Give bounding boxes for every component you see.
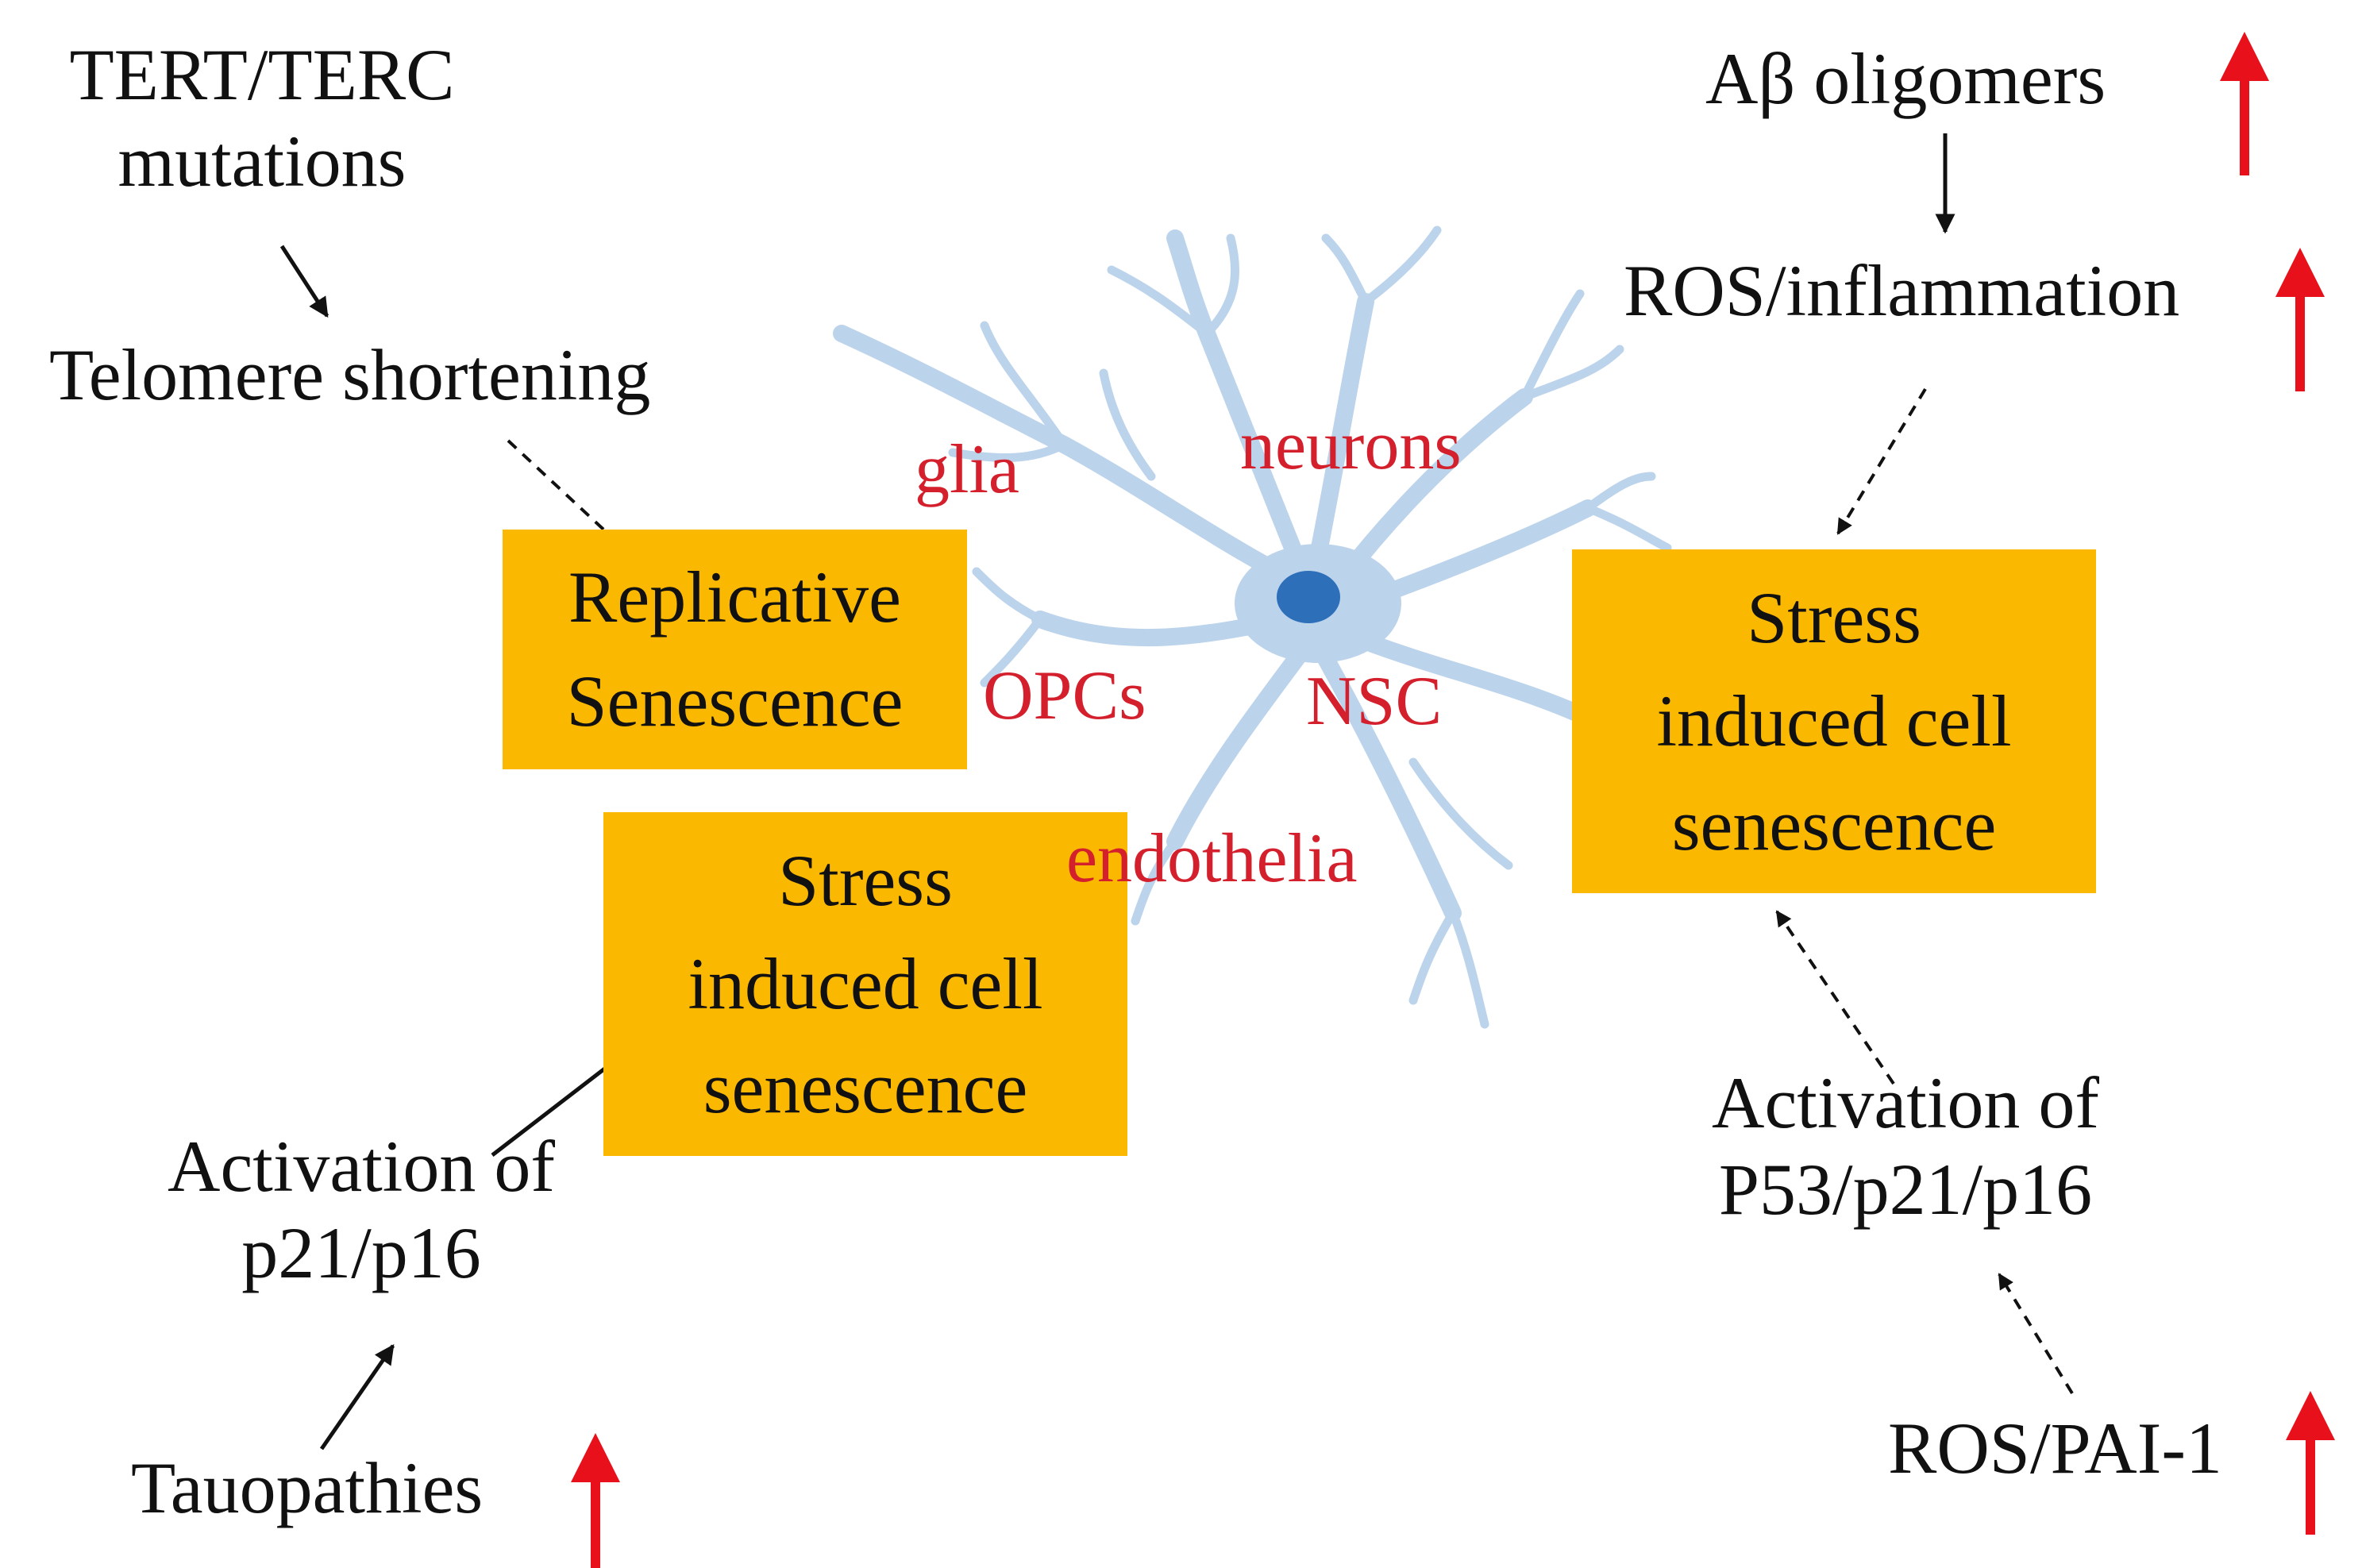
activation-p53-label: Activation of P53/p21/p16 xyxy=(1651,1060,2160,1232)
neuron-cell-icon xyxy=(833,225,1672,1029)
up-arrow-icon xyxy=(571,1433,620,1568)
glia-label: glia xyxy=(915,431,1019,508)
tauopathies-arrow xyxy=(319,1343,395,1450)
tauopathies-label: Tauopathies xyxy=(131,1447,484,1528)
nsc-label: NSC xyxy=(1306,663,1443,740)
telomere-dashed-arrow xyxy=(507,439,625,549)
activation-left-line1: Activation of xyxy=(168,1126,555,1207)
replicative-line1: Replicative xyxy=(568,557,901,638)
stress-left-line2: induced cell xyxy=(688,943,1043,1025)
abeta-oligomers-label: Aβ oligomers xyxy=(1705,38,2106,119)
ros-dashed-arrow xyxy=(1836,387,1927,535)
telomere-shortening-label: Telomere shortening xyxy=(49,334,651,415)
stress-right-line1: Stress xyxy=(1747,576,1921,658)
neurons-label: neurons xyxy=(1240,407,1462,484)
tert-terc-line2: mutations xyxy=(118,120,407,202)
activation-right-line1: Activation of xyxy=(1712,1062,2099,1143)
stress-senescence-box-right: Stress induced cell senescence xyxy=(1572,549,2096,893)
activation-right-line2: P53/p21/p16 xyxy=(1718,1148,2093,1230)
stress-senescence-box-left: Stress induced cell senescence xyxy=(603,812,1127,1156)
tert-terc-label: TERT/TERC mutations xyxy=(32,32,492,204)
stress-right-line3: senescence xyxy=(1671,784,1997,865)
replicative-senescence-box: Replicative Senescence xyxy=(503,530,967,769)
ros-inflammation-label: ROS/inflammation xyxy=(1624,250,2180,331)
p21-p16-arrow xyxy=(491,1053,625,1157)
up-arrow-icon xyxy=(2286,1391,2335,1535)
stress-right-line2: induced cell xyxy=(1656,680,2012,762)
endothelia-label: endothelia xyxy=(1066,820,1358,897)
mutation-arrow xyxy=(279,245,329,318)
tert-terc-line1: TERT/TERC xyxy=(69,34,455,115)
up-arrow-icon xyxy=(2220,32,2269,175)
activation-p21-p16-label: Activation of p21/p16 xyxy=(111,1123,611,1296)
ros-pai-label: ROS/PAI-1 xyxy=(1888,1408,2222,1489)
opcs-label: OPCs xyxy=(983,657,1146,734)
ros-pai-dashed-arrow xyxy=(1998,1273,2074,1395)
stress-left-line1: Stress xyxy=(778,839,953,921)
stress-left-line3: senescence xyxy=(703,1046,1028,1128)
activation-left-line2: p21/p16 xyxy=(241,1212,481,1293)
up-arrow-icon xyxy=(2275,248,2325,391)
activation-dashed-arrow xyxy=(1775,910,1895,1085)
replicative-line2: Senescence xyxy=(566,661,904,742)
